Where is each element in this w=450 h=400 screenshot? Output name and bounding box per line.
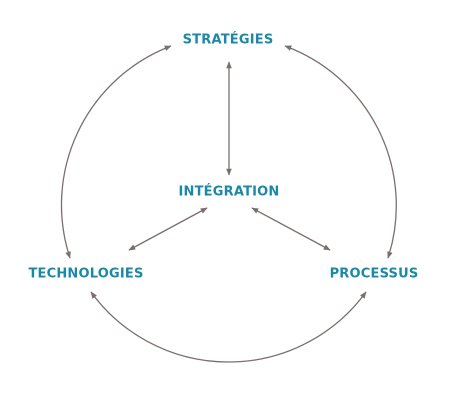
node-label-strategies: STRATÉGIES — [182, 32, 274, 48]
arc-strategies-processus — [284, 45, 397, 259]
arc-strategies-technologies — [60, 45, 172, 259]
connector-integration-technologies — [128, 207, 208, 251]
node-label-technologies: TECHNOLOGIES — [28, 266, 144, 282]
node-label-processus: PROCESSUS — [329, 266, 419, 282]
arc-technologies-processus — [90, 291, 367, 363]
connector-integration-processus — [251, 207, 331, 251]
node-label-integration: INTÉGRATION — [178, 184, 280, 200]
